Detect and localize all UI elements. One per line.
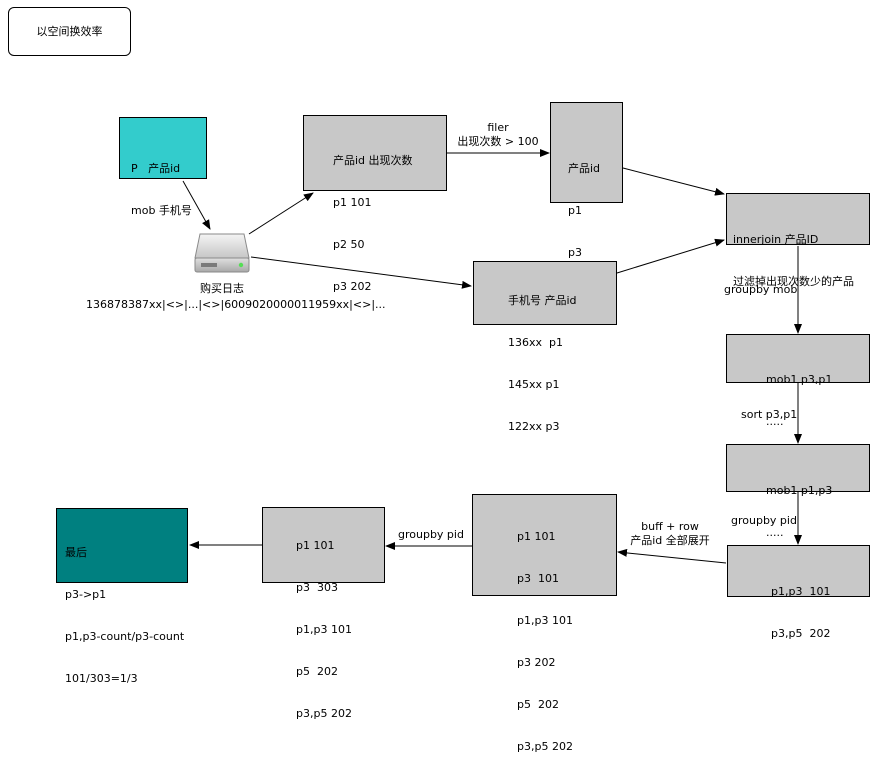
connector-arrows (182, 149, 802, 564)
source-fields-text: P 产品id mob 手机号 (131, 162, 192, 217)
filtered-products-text: 产品id p1 p3 (568, 162, 601, 259)
arrow-log-to-phone (250, 256, 472, 289)
title-box: 以空间换效率 (8, 7, 131, 56)
aggregated-counts-box: p1 101 p3 303 p1,p3 101 p5 202 p3,p5 202 (262, 507, 385, 720)
aggregated-counts-text: p1 101 p3 303 p1,p3 101 p5 202 p3,p5 202 (296, 539, 352, 720)
innerjoin-text: innerjoin 产品ID 过滤掉出现次数少的产品 (733, 233, 854, 288)
pair-count-box: p1,p3 101 p3,p5 202 (727, 545, 870, 640)
source-fields-box: P 产品id mob 手机号 (119, 117, 207, 217)
product-count-text: 产品id 出现次数 p1 101 p2 50 p3 202 (333, 154, 413, 293)
mob-group-box-1: mob1 p3,p1 ..... (726, 334, 870, 428)
arrow-source-to-log (182, 180, 211, 230)
final-result-text: 最后 p3->p1 p1,p3-count/p3-count 101/303=1… (65, 546, 185, 685)
mob-group-box-2: mob1 p1,p3 ..... (726, 444, 870, 539)
arrow-pair-to-expand (617, 548, 727, 564)
product-count-box: 产品id 出现次数 p1 101 p2 50 p3 202 (303, 115, 447, 293)
expanded-products-box: p1 101 p3 101 p1,p3 101 p3 202 p5 202 p3… (472, 494, 617, 753)
buff-row-label: buff + row 产品id 全部展开 (630, 520, 710, 547)
groupby-pid-label-1: groupby pid (731, 514, 797, 527)
sort-label: sort p3,p1 (741, 408, 798, 421)
purchase-log-drive-icon (194, 232, 250, 274)
final-result-box: 最后 p3->p1 p1,p3-count/p3-count 101/303=1… (56, 508, 188, 685)
filter-label: filer 出现次数 > 100 (457, 121, 539, 148)
phone-product-text: 手机号 产品id 136xx p1 145xx p1 122xx p3 (508, 294, 577, 433)
mob-group-text-1: mob1 p3,p1 ..... (766, 373, 833, 428)
arrow-filtered-to-join (622, 167, 725, 196)
purchase-log-label: 购买日志 (200, 282, 244, 295)
purchase-log-sample: 136878387xx|<>|...|<>|6009020000011959xx… (86, 298, 386, 311)
arrow-log-to-count (248, 192, 314, 235)
expanded-products-text: p1 101 p3 101 p1,p3 101 p3 202 p5 202 p3… (517, 530, 573, 753)
phone-product-box: 手机号 产品id 136xx p1 145xx p1 122xx p3 (473, 261, 617, 433)
mob-group-text-2: mob1 p1,p3 ..... (766, 484, 833, 539)
pair-count-text: p1,p3 101 p3,p5 202 (771, 585, 831, 640)
filtered-products-box: 产品id p1 p3 (550, 102, 623, 259)
innerjoin-box: innerjoin 产品ID 过滤掉出现次数少的产品 (726, 193, 870, 288)
groupby-mob-label: groupby mob (724, 283, 798, 296)
groupby-pid-label-2: groupby pid (398, 528, 464, 541)
arrow-phone-to-join (616, 238, 725, 274)
page-title: 以空间换效率 (36, 25, 103, 38)
